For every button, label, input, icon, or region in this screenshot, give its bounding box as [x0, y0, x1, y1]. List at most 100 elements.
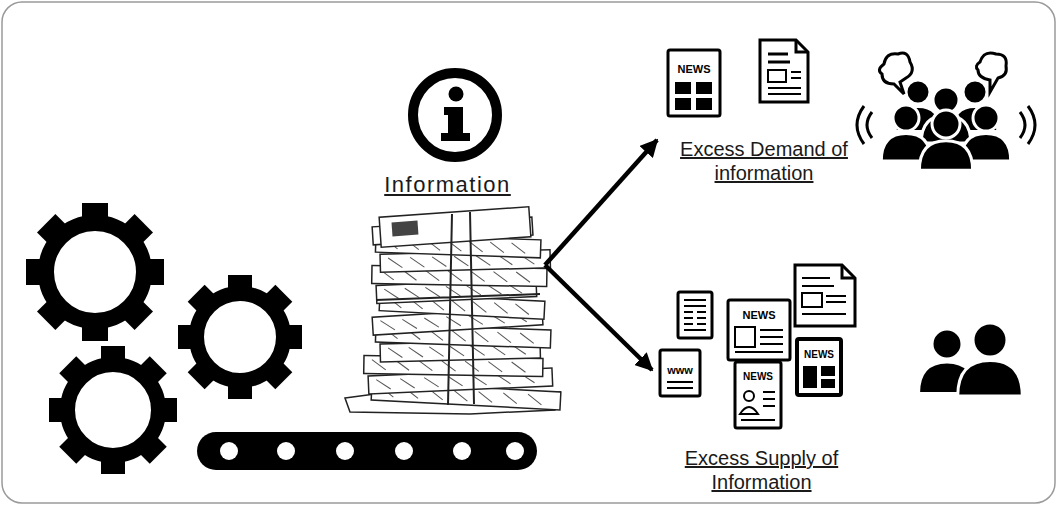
gear-part — [68, 365, 159, 456]
newspaper-stack-part-part — [527, 394, 542, 405]
news-icons-supply-part — [684, 300, 706, 330]
speech-bubbles-part — [879, 53, 912, 94]
icon-text: NEWS — [677, 64, 712, 75]
newspaper-stack-part-part — [429, 346, 443, 356]
conveyor-belt-part — [336, 442, 354, 460]
news-icons-supply-part — [802, 296, 846, 314]
info-icon-part — [413, 73, 497, 157]
outcome-node: Excess Demand of information — [660, 40, 868, 185]
conveyor-belt-part — [395, 442, 413, 460]
news-icons-demand-part — [696, 82, 712, 94]
flow-arrow — [545, 140, 657, 265]
newspaper-stack-part-part — [466, 285, 480, 296]
news-icons-supply-part — [660, 350, 700, 396]
newspaper-stack-part-part — [451, 300, 466, 311]
newspaper-stack-part-part — [448, 376, 462, 387]
news-icons-demand-part — [668, 50, 720, 116]
newspaper-stack-part-part — [511, 362, 525, 372]
newspaper-stack-part-part — [424, 317, 439, 328]
person-figure-part — [906, 80, 930, 104]
node-label: Excess Demand of information — [660, 137, 868, 185]
person-figure — [958, 323, 1023, 396]
newspaper-stack-part-part — [454, 256, 468, 266]
newspaper-stack-part-part — [472, 302, 487, 313]
news-icons-supply-part — [741, 392, 775, 420]
newspaper-stack-part-part — [474, 331, 488, 341]
news-icons-supply-part — [842, 265, 855, 278]
news-icons-supply-part — [735, 327, 755, 347]
news-icons-supply-part — [728, 300, 790, 360]
newspaper-stack-part-part — [494, 303, 509, 314]
speech-bubbles — [857, 53, 1035, 144]
newspaper-stack-part-part — [400, 378, 414, 389]
newspaper-stack-part-part — [465, 361, 479, 371]
conveyor-belt — [197, 432, 537, 470]
newspaper-stack-part-part — [388, 258, 402, 268]
newspaper-stack-part-part — [425, 287, 439, 298]
icon-text: www — [666, 365, 694, 376]
news-icons-demand-part — [768, 54, 790, 62]
newspaper-stack-part-part — [515, 304, 530, 315]
person-figure-part — [973, 323, 1007, 357]
newspaper-stack-part-part — [409, 347, 423, 357]
newspaper-stack-part — [392, 221, 419, 237]
news-icons-supply-part — [821, 366, 835, 376]
news-icons-supply-part — [667, 382, 693, 388]
news-icons-supply-part — [802, 278, 834, 286]
newspaper-stack-part-part — [410, 257, 424, 267]
newspaper-stack-part-part — [503, 393, 518, 404]
news-icons-demand-part — [768, 72, 801, 94]
newspaper-stack-part-part — [432, 256, 446, 266]
news-icons-supply-part — [735, 330, 783, 352]
newspaper-stack-part-part — [446, 316, 461, 327]
newspaper-stack-part-part — [497, 332, 511, 342]
news-icons-demand-part — [675, 82, 691, 94]
newspaper-stack-part-part — [511, 243, 525, 253]
speech-bubbles-part — [1020, 106, 1035, 144]
newspaper-stack-part-part — [453, 390, 468, 401]
news-icons-demand — [668, 40, 808, 116]
news-icons-supply-part — [735, 362, 781, 428]
conveyor-belt-part — [506, 442, 524, 460]
newspaper-stack-part-part — [376, 379, 390, 390]
crowd-icon — [881, 80, 1010, 170]
node-label: Excess Supply of Information — [655, 446, 868, 494]
newspaper-stack-part-part — [384, 289, 398, 300]
newspaper-stack-part-part — [388, 348, 402, 358]
news-icons-demand-part — [675, 98, 691, 110]
news-icons-demand-part — [796, 40, 808, 52]
news-icons-demand-part — [696, 98, 712, 110]
news-icons-supply-part — [803, 366, 817, 388]
newspaper-stack-part-part — [380, 320, 395, 331]
newspaper-stack-part — [376, 212, 540, 405]
gear — [49, 346, 177, 474]
person-figure — [919, 110, 972, 170]
newspaper-stack-part-part — [520, 333, 534, 343]
news-icons-supply-part — [797, 339, 841, 395]
newspaper-stack-part-part — [446, 286, 460, 297]
news-icons-demand-part — [760, 40, 808, 102]
person-figure-part — [958, 360, 1023, 396]
gear — [26, 203, 164, 341]
person-figure — [921, 87, 970, 143]
info-icon — [413, 73, 497, 157]
news-icons-supply-part — [678, 292, 712, 338]
conveyor-belt-part — [197, 432, 537, 470]
conveyor-belt-part — [277, 442, 295, 460]
info-icon-part — [441, 107, 470, 141]
news-icons-supply-part — [821, 379, 835, 388]
newspaper-stack-part-part — [405, 288, 419, 299]
newspaper-stack-part-part — [488, 362, 502, 372]
person-figure-part — [973, 105, 999, 131]
newspaper-stack-part-part — [424, 377, 438, 388]
conveyor-belt-part — [453, 442, 471, 460]
newspaper-stack-part-part — [493, 272, 507, 282]
person-figure-part — [893, 105, 919, 131]
icon-text: NEWS — [742, 372, 774, 382]
conveyor-belt-part — [220, 442, 238, 460]
source-node: Information — [350, 172, 545, 415]
newspaper-stack-part-part — [425, 270, 439, 280]
